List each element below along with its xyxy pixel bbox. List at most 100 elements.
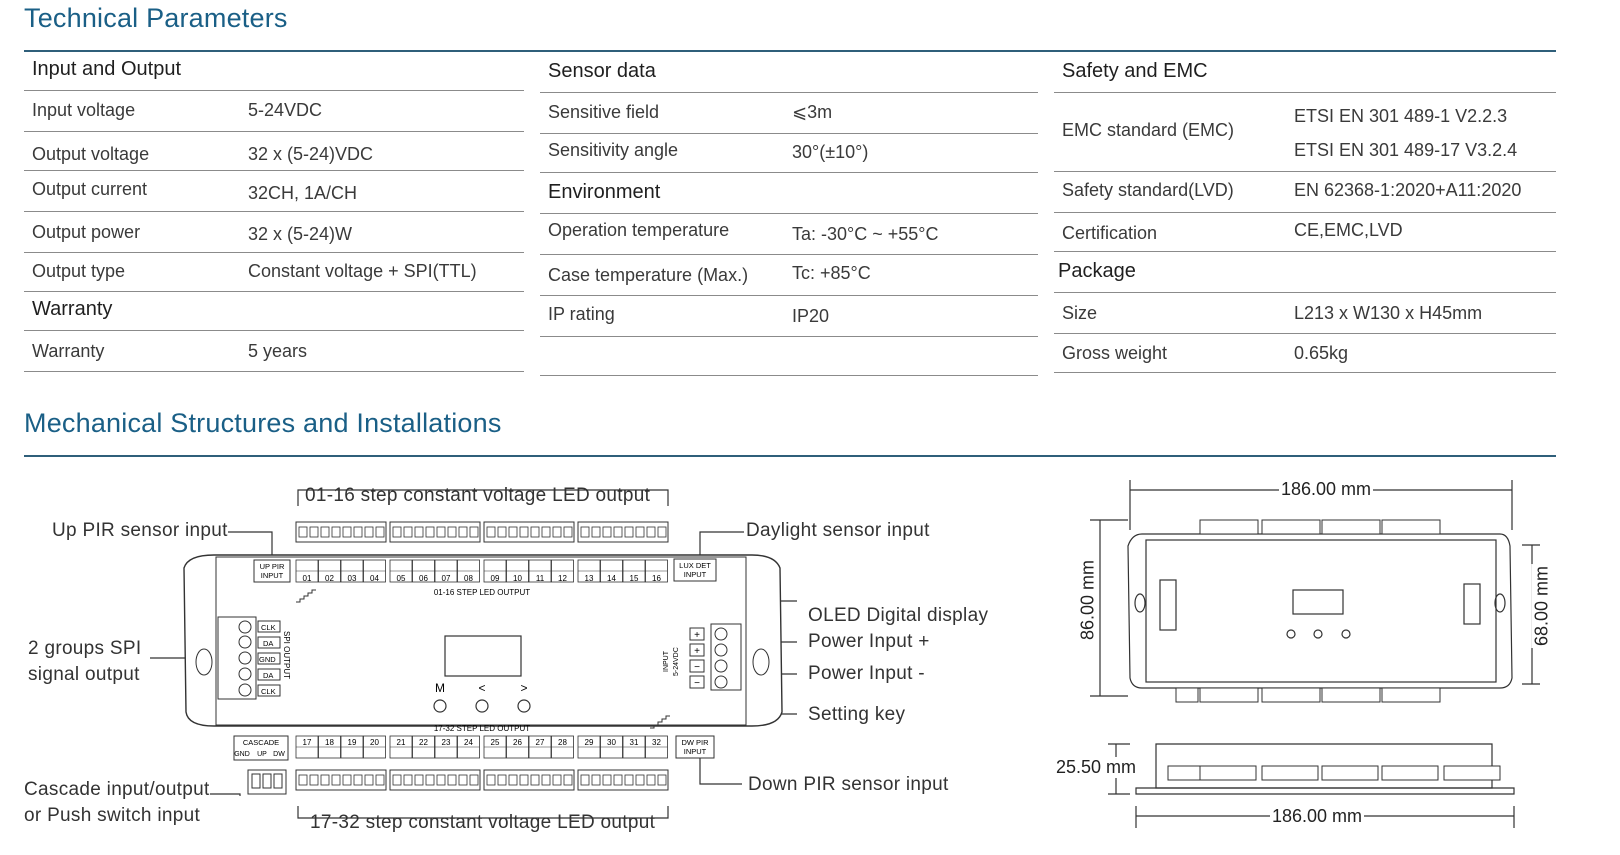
row-key: Gross weight — [1062, 343, 1168, 363]
mount-hole-left — [195, 648, 213, 676]
lux-box — [673, 558, 717, 582]
row-value: L213 x W130 x H45mm — [1294, 303, 1483, 323]
step-symbol-top — [296, 589, 316, 603]
mechanical-title: Mechanical Structures and Installations — [24, 408, 502, 438]
terminal-screw — [624, 774, 634, 786]
terminal-screw — [392, 774, 402, 786]
terminal-block — [389, 769, 481, 791]
input-label: INPUT — [663, 650, 670, 672]
terminal-screw — [403, 526, 413, 538]
mount-hole-right — [752, 648, 770, 676]
width-top-label: 186.00 mm — [1279, 479, 1374, 500]
table-header: Sensor data — [540, 54, 1038, 93]
terminal-screw — [447, 526, 457, 538]
callout-line-daylight — [699, 531, 744, 557]
terminal-screw — [375, 774, 385, 786]
input-output-header: Input and Output — [32, 58, 182, 80]
step-symbol-bottom — [650, 715, 670, 729]
row-value: CE,EMC,LVD — [1294, 220, 1403, 240]
row-key: Sensitivity angle — [548, 140, 679, 160]
channel-label: 06 — [419, 574, 428, 583]
terminal-screw — [331, 774, 341, 786]
row-key: Output current — [32, 179, 148, 199]
channel-label: 10 — [513, 574, 522, 583]
spi-pin-label: GND — [259, 655, 276, 664]
channel-label: 05 — [397, 574, 406, 583]
row-key: Output type — [32, 261, 126, 281]
table-row: Size L213 x W130 x H45mm — [1054, 293, 1556, 334]
button-m-label: M — [435, 681, 445, 695]
terminal-screw — [530, 774, 540, 786]
spi-pin-label: DA — [263, 671, 273, 680]
channel-label: 26 — [513, 738, 522, 747]
spi-output-label: SPI OUTPUT — [282, 631, 291, 679]
environment-header: Environment — [548, 181, 661, 203]
table-row: IP rating IP20 — [540, 296, 1038, 337]
down-pir-label: Down PIR sensor input — [748, 774, 949, 795]
channel-label: 20 — [370, 738, 379, 747]
side-view-terminal — [1199, 765, 1257, 781]
up-pir-box-line2: INPUT — [261, 571, 284, 580]
terminal-screw — [425, 774, 435, 786]
dw-pir-box-line1: DW PIR — [681, 738, 709, 747]
terminal-screw — [497, 774, 507, 786]
table-row-empty — [540, 337, 1038, 376]
terminal-screw — [375, 526, 385, 538]
channel-label: 18 — [325, 738, 334, 747]
lux-box-line1: LUX DET — [679, 561, 711, 570]
button-left-label: < — [478, 681, 485, 695]
terminal-screw — [364, 526, 374, 538]
side-view-base — [1135, 787, 1515, 795]
lux-box-line2: INPUT — [684, 570, 707, 579]
channel-label: 32 — [652, 738, 661, 747]
setting-key-label: Setting key — [808, 704, 906, 725]
table-header: Package — [1054, 252, 1556, 293]
daylight-label: Daylight sensor input — [746, 520, 930, 541]
terminal-screw — [486, 774, 496, 786]
row-key: Safety standard(LVD) — [1062, 180, 1234, 200]
power-plus-label: Power Input + — [808, 631, 930, 652]
row-value: ⩽3m — [792, 102, 833, 122]
channel-label: 27 — [536, 738, 545, 747]
sensor-header: Sensor data — [548, 60, 656, 82]
oled-display — [444, 635, 522, 677]
terminal-screw — [602, 774, 612, 786]
top-view-terminals — [1175, 519, 1441, 703]
channel-label: 02 — [325, 574, 334, 583]
top-view-terminal — [1381, 687, 1441, 703]
row-key: Case temperature (Max.) — [548, 265, 749, 285]
channel-label: 21 — [397, 738, 406, 747]
row-value: 30°(±10°) — [792, 142, 869, 162]
cascade-pin-label: UP — [257, 751, 267, 758]
safety-header: Safety and EMC — [1062, 60, 1208, 82]
width-bottom-label: 186.00 mm — [1270, 806, 1365, 827]
terminal-screw — [541, 774, 551, 786]
terminal-screw — [552, 774, 562, 786]
spi-label-1: 2 groups SPI — [28, 638, 142, 659]
housing-inner — [215, 556, 747, 726]
cascade-box — [233, 735, 289, 761]
channel-label: 12 — [558, 574, 567, 583]
terminal-screw — [580, 526, 590, 538]
channel-label: 17 — [303, 738, 312, 747]
terminal-screw — [298, 526, 308, 538]
svg-text:−: − — [694, 662, 700, 673]
spi-pin-label: DA — [263, 639, 273, 648]
terminal-screw — [458, 774, 468, 786]
table-row: Input voltage 5-24VDC — [24, 91, 524, 132]
up-pir-box — [253, 559, 291, 583]
bottom-caption: 17-32 STEP LED OUTPUT — [434, 724, 530, 733]
terminal-block — [483, 521, 575, 543]
dw-pir-box — [675, 735, 715, 759]
row-key: Warranty — [32, 341, 105, 361]
table-row: Warranty 5 years — [24, 331, 524, 372]
up-pir-box-line1: UP PIR — [260, 562, 285, 571]
depth-label: 25.50 mm — [1054, 757, 1139, 778]
terminal-block — [483, 769, 575, 791]
dw-pir-box-line2: INPUT — [684, 747, 707, 756]
terminal-screw — [580, 774, 590, 786]
table-header: Warranty — [24, 292, 524, 331]
terminal-screw — [353, 774, 363, 786]
